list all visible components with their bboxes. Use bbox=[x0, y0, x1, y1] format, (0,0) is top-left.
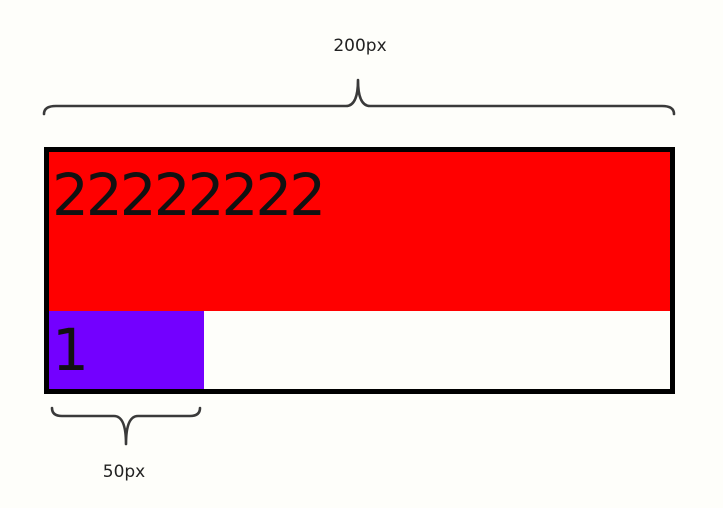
width-label-50px: 50px bbox=[102, 462, 146, 482]
narrow-block-text: 1 bbox=[52, 316, 89, 384]
width-label-200px: 200px bbox=[333, 36, 387, 56]
container-box: 22222222 1 bbox=[44, 147, 675, 394]
bottom-curly-brace bbox=[50, 406, 202, 446]
narrow-purple-block: 1 bbox=[49, 311, 204, 389]
wide-block-text: 22222222 bbox=[52, 161, 326, 229]
wide-red-block: 22222222 bbox=[49, 152, 670, 311]
